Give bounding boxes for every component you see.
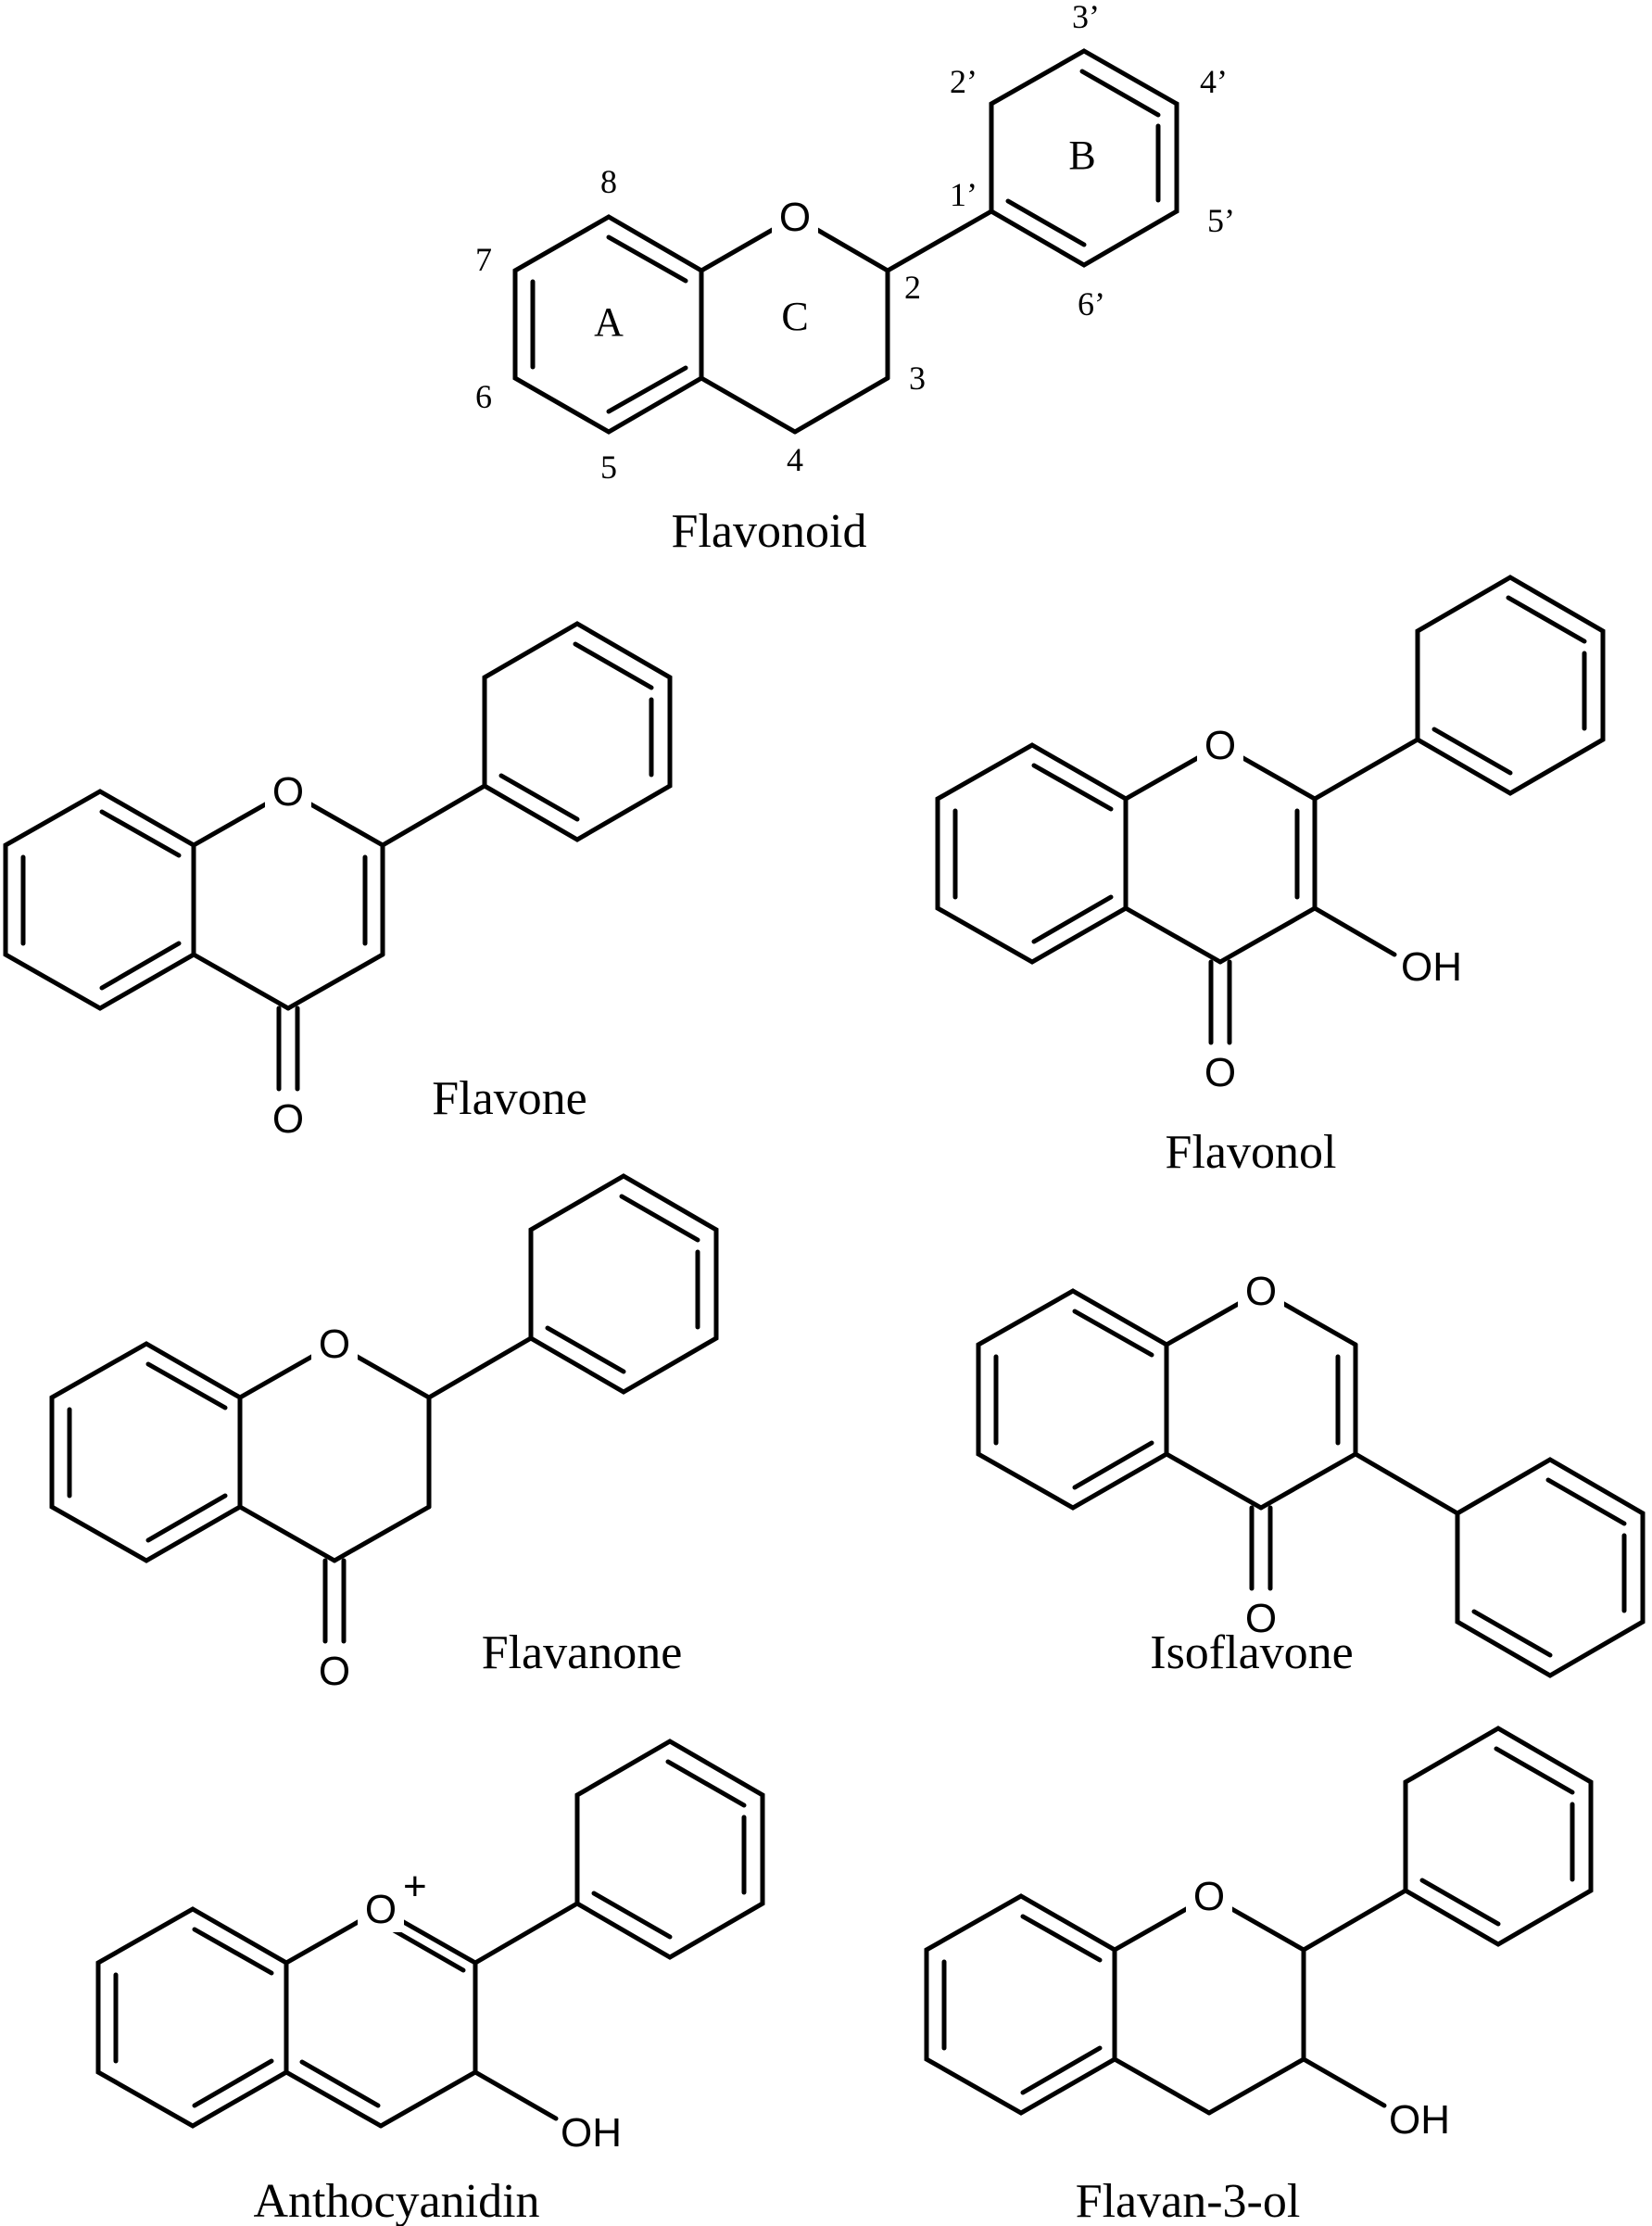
structure-name: Flavonol [1166, 1126, 1337, 1179]
position-3-prime: 3’ [1072, 0, 1100, 35]
position-3: 3 [909, 360, 926, 397]
atom-ring-oxygen: O [365, 1887, 397, 1932]
position-8: 8 [600, 163, 617, 200]
bonds-flavonol [935, 575, 1606, 1045]
bonds-flavan-3-ol [924, 1726, 1594, 2116]
atom-hydroxyl: OH [1401, 944, 1462, 990]
position-7: 7 [475, 241, 492, 278]
atom-carbonyl-oxygen: O [319, 1649, 350, 1694]
structure-name: Flavonoid [672, 505, 867, 558]
structure-flavanone: O O Flavanone [49, 1173, 719, 1694]
position-2-prime: 2’ [950, 63, 977, 100]
structure-name: Isoflavone [1150, 1626, 1353, 1679]
atom-charge: + [403, 1864, 427, 1909]
structure-anthocyanidin: O + OH Anthocyanidin [95, 1739, 765, 2226]
bonds-flavonoid [512, 48, 1179, 435]
atom-ring-oxygen: O [1204, 723, 1236, 768]
atom-carbonyl-oxygen: O [272, 1096, 304, 1142]
atom-ring-oxygen: O [272, 769, 304, 815]
position-6-prime: 6’ [1078, 285, 1105, 323]
ring-label-b: B [1068, 133, 1095, 178]
ring-label-a: A [594, 299, 624, 345]
position-4: 4 [787, 441, 803, 478]
bonds-flavone [3, 621, 673, 1092]
position-5: 5 [600, 449, 617, 486]
bonds-flavanone [49, 1173, 719, 1644]
position-5-prime: 5’ [1207, 202, 1235, 239]
position-6: 6 [475, 378, 492, 415]
atom-hydroxyl: OH [1389, 2097, 1450, 2143]
bonds-isoflavone [976, 1288, 1646, 1678]
structure-name: Flavanone [482, 1626, 683, 1679]
structure-name: Flavone [432, 1072, 587, 1125]
bonds-anthocyanidin [95, 1739, 765, 2129]
atom-carbonyl-oxygen: O [1204, 1050, 1236, 1095]
atom-ring-oxygen: O [319, 1322, 350, 1367]
ring-label-c: C [781, 294, 808, 339]
position-2: 2 [904, 269, 921, 306]
structure-name: Flavan-3-ol [1076, 2175, 1301, 2226]
structure-flavonoid: O A C B 8 7 6 5 4 3 2 1’ 2’ 3’ 4’ 5’ 6’ … [475, 0, 1235, 558]
atom-carbonyl-oxygen: O [1245, 1596, 1277, 1641]
atom-ring-oxygen: O [1245, 1269, 1277, 1314]
position-4-prime: 4’ [1200, 63, 1228, 100]
atom-hydroxyl: OH [561, 2110, 622, 2156]
structure-flavan-3-ol: O OH Flavan-3-ol [924, 1726, 1594, 2226]
atom-ring-oxygen: O [779, 195, 811, 240]
position-1-prime: 1’ [950, 176, 977, 213]
atom-ring-oxygen: O [1193, 1874, 1225, 1919]
structure-flavone: O O Flavone [3, 621, 673, 1142]
structure-flavonol: O O OH Flavonol [935, 575, 1606, 1179]
structure-name: Anthocyanidin [253, 2175, 539, 2226]
structure-isoflavone: O O Isoflavone [976, 1266, 1646, 1679]
